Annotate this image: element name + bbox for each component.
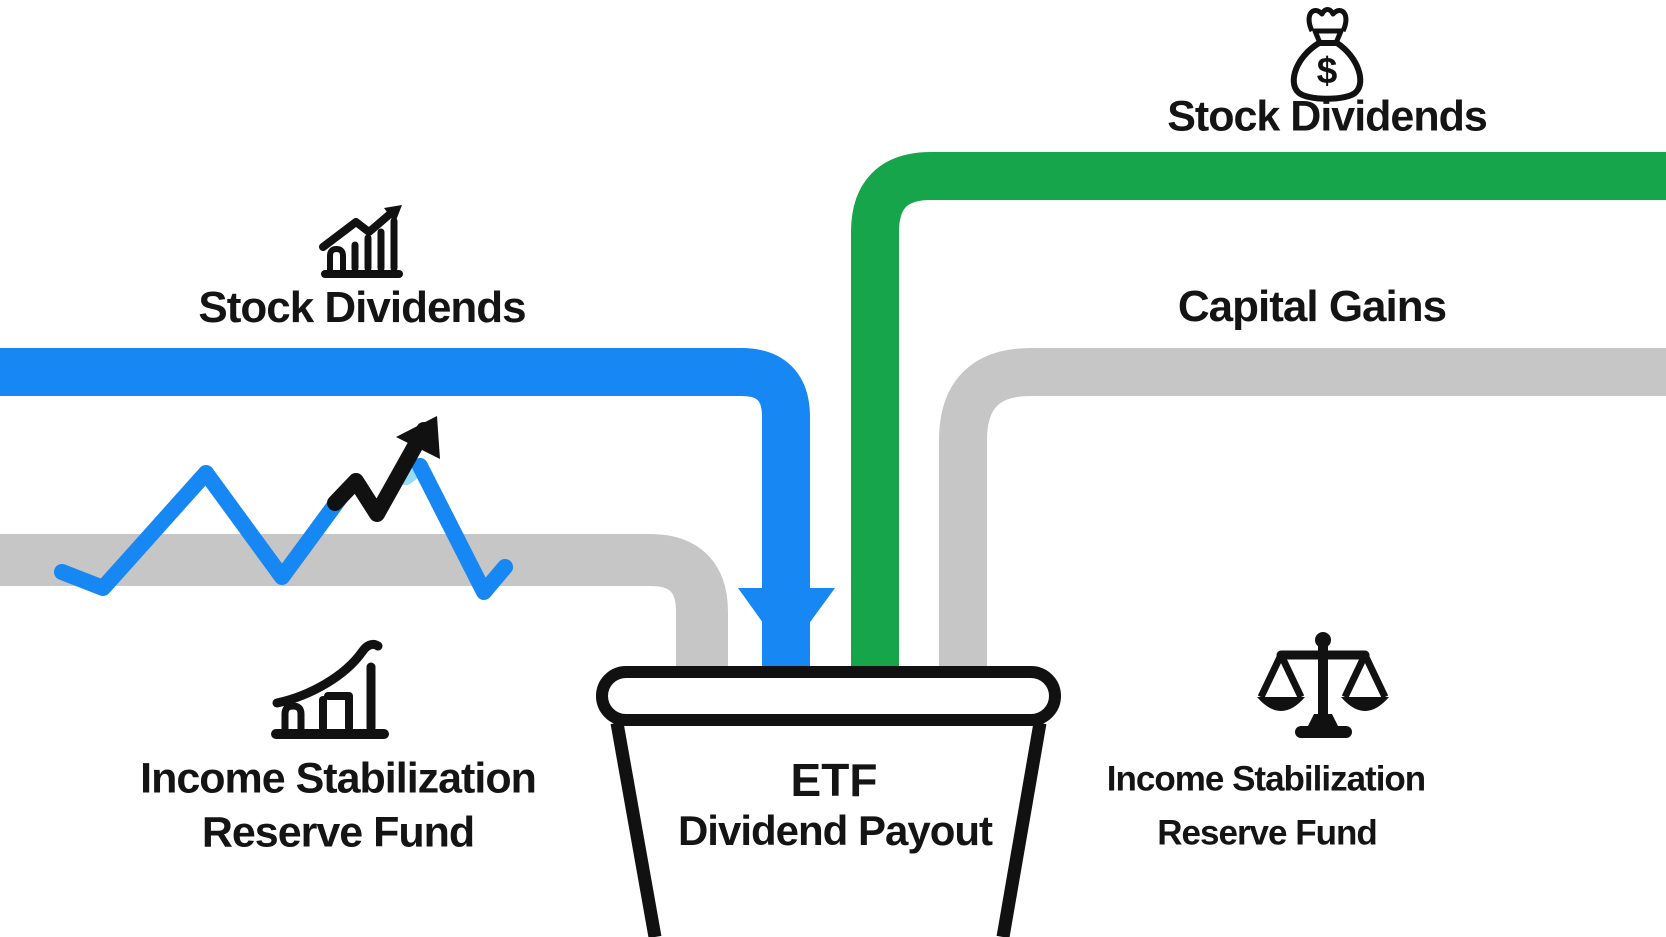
bucket-rim (596, 666, 1061, 726)
bucket-body (617, 723, 1040, 937)
pipe-reserve-left (0, 534, 728, 682)
pipe-stock-dividends-left (0, 348, 810, 676)
pipe-stock-dividends-top (851, 152, 1666, 682)
capital-gains-label: Capital Gains (1177, 282, 1447, 331)
money-bag-icon: $ (1290, 7, 1364, 102)
etf-payout-bucket (596, 666, 1061, 937)
money-bag-bow (1306, 7, 1349, 33)
stock-trend-arrowhead (396, 416, 440, 459)
balance-scale-icon (1257, 632, 1389, 738)
top-stock-dividends-label: Stock Dividends (1167, 92, 1488, 141)
bucket-side-right (996, 721, 1047, 937)
money-bag-body (1290, 40, 1364, 102)
stock-line-blue-segment (54, 465, 348, 596)
left-reserve-fund-label-line1: Income Stabilization (140, 754, 537, 803)
stock-line-chart (54, 416, 513, 600)
stock-trend-arrow-shaft (327, 422, 432, 522)
left-reserve-fund-label-line2: Reserve Fund (201, 808, 475, 857)
right-reserve-fund-label-line1: Income Stabilization (1106, 759, 1426, 799)
bucket-side-left (610, 721, 662, 937)
bucket-label-dividend-payout: Dividend Payout (677, 807, 993, 854)
left-stock-dividends-label: Stock Dividends (198, 283, 526, 332)
bucket-label-etf: ETF (790, 754, 878, 806)
right-reserve-fund-label-line2: Reserve Fund (1157, 813, 1377, 853)
pipe-capital-gains (939, 348, 1666, 682)
money-bag-dollar: $ (1317, 50, 1338, 91)
stock-line-blue-descent (412, 458, 513, 600)
growth-curve-bars-icon (271, 639, 389, 739)
bar-chart-up-arrow-icon (319, 205, 403, 278)
pipe-stock-dividends-arrowhead (738, 588, 835, 655)
